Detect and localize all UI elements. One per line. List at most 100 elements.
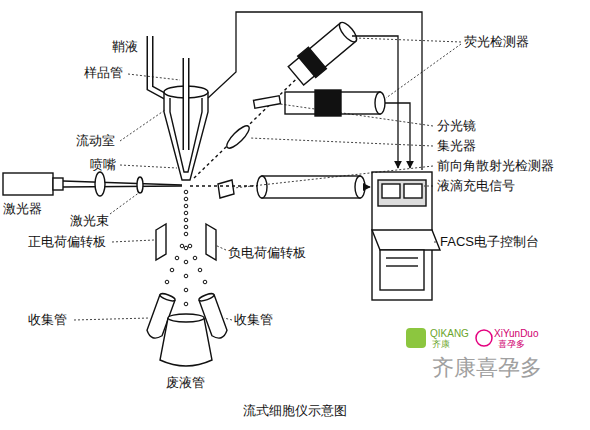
watermark-logos	[476, 330, 492, 346]
part-label: 前向角散射光检测器	[437, 159, 554, 173]
sample-tube	[186, 58, 187, 150]
droplet-stream	[184, 197, 188, 201]
part-label: 收集管	[234, 313, 273, 327]
leader-lines	[386, 44, 461, 98]
facs-console	[386, 265, 418, 266]
part-label: FACS电子控制台	[440, 235, 539, 249]
signal-wires	[385, 103, 410, 168]
facs-console	[404, 184, 422, 198]
deflection-plates	[206, 224, 216, 260]
laser	[3, 172, 182, 196]
leader-lines	[280, 104, 433, 126]
droplet-stream	[180, 244, 184, 248]
leader-lines	[215, 245, 226, 250]
leader-lines	[128, 74, 180, 80]
optics	[190, 18, 385, 198]
droplet-stream	[170, 268, 174, 272]
part-label: 液滴充电信号	[437, 179, 515, 193]
optics	[375, 92, 385, 114]
signal-wires	[365, 186, 370, 187]
part-label: 集光器	[437, 139, 476, 153]
leader-lines	[120, 165, 177, 168]
collection-tubes	[168, 314, 204, 322]
leader-lines	[234, 166, 433, 188]
part-label: 负电荷偏转板	[228, 246, 306, 260]
droplet-stream	[184, 225, 188, 229]
leader-lines	[432, 242, 436, 243]
laser	[95, 172, 105, 196]
droplet-stream	[165, 190, 207, 306]
optics	[257, 176, 267, 198]
droplet-stream	[184, 246, 188, 250]
laser	[53, 178, 63, 190]
watermark-text: 喜孕多	[498, 340, 525, 350]
droplet-stream	[184, 211, 188, 215]
leader-lines	[250, 138, 433, 146]
sample-tube	[183, 58, 190, 150]
collection-tubes	[145, 292, 228, 366]
droplet-stream	[184, 260, 188, 264]
optics	[298, 47, 327, 77]
droplet-stream	[193, 256, 197, 260]
watermark-logos	[406, 328, 426, 348]
part-label: 激光束	[70, 214, 109, 228]
laser	[137, 177, 143, 193]
leader-lines	[355, 38, 461, 42]
part-label: 鞘液	[112, 40, 138, 54]
droplet-stream	[184, 204, 188, 208]
facs-console	[386, 257, 418, 258]
part-label: 分光镜	[437, 119, 476, 133]
droplet-stream	[175, 256, 179, 260]
droplet-stream	[184, 288, 188, 292]
leader-lines	[224, 318, 232, 320]
deflection-plates	[156, 224, 166, 260]
part-label: 废液管	[166, 376, 205, 390]
leader-lines	[112, 240, 154, 242]
part-label: 正电荷偏转板	[28, 235, 106, 249]
droplet-stream	[184, 274, 188, 278]
optics	[337, 20, 360, 45]
optics	[254, 96, 281, 108]
watermark-text: XiYunDuo	[494, 328, 538, 339]
optics	[287, 18, 361, 86]
facs-console	[372, 172, 440, 300]
sample-tube	[184, 58, 188, 150]
droplet-stream	[203, 280, 207, 284]
signal-wires	[208, 12, 422, 170]
part-label: 激光器	[3, 202, 42, 216]
laser	[63, 186, 182, 187]
facs-console	[382, 184, 400, 198]
leader-lines	[74, 38, 461, 320]
deflection-plates	[156, 224, 216, 260]
figure-caption: 流式细胞仪示意图	[243, 404, 347, 418]
collection-tubes	[160, 318, 212, 366]
leader-lines	[120, 110, 165, 141]
optics	[224, 123, 252, 151]
droplet-stream	[198, 268, 202, 272]
collection-tubes	[159, 292, 176, 302]
droplet-stream	[184, 218, 188, 222]
laser	[63, 181, 182, 185]
facs-console	[372, 230, 440, 250]
part-label: 样品管	[84, 66, 123, 80]
watermark-text: 齐康喜孕多	[432, 356, 542, 380]
droplet-stream	[184, 190, 188, 194]
signal-wires	[208, 12, 422, 187]
collection-tubes	[198, 292, 215, 302]
leader-lines	[110, 192, 140, 214]
part-label: 喷嘴	[90, 158, 116, 172]
droplet-stream	[184, 302, 188, 306]
optics	[262, 176, 360, 198]
facs-console	[380, 250, 424, 290]
part-label: 流动室	[76, 134, 115, 148]
optics	[355, 176, 365, 198]
leader-lines	[424, 186, 433, 187]
droplet-stream	[188, 244, 192, 248]
droplet-stream	[184, 232, 188, 236]
laser	[3, 173, 53, 195]
signal-wires	[352, 36, 398, 168]
part-label: 荧光检测器	[464, 35, 529, 49]
watermark-text: QIKANG	[430, 328, 469, 339]
optics	[218, 180, 234, 198]
